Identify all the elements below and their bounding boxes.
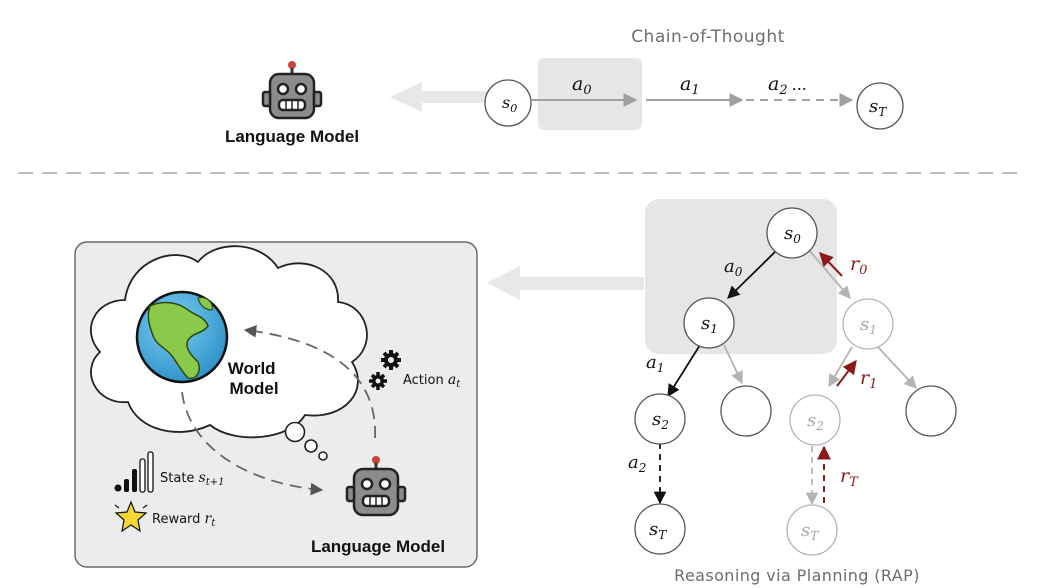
reward-arrow-r1 (836, 359, 857, 387)
edge-s1b-s2b (828, 346, 853, 388)
label-a0-top: a0 (572, 73, 592, 98)
edge-s1-leaf (723, 344, 743, 385)
node-s0-top: s0 (484, 79, 532, 127)
signal-bars-icon (114, 451, 154, 493)
node-s1-faded: s1 (842, 298, 894, 350)
cot-section: Chain-of-Thought Language Model s0 (225, 27, 904, 146)
thought-bubble-3 (318, 451, 328, 461)
svg-text:s2: s2 (807, 410, 824, 433)
world-model-panel: World Model Action at (74, 241, 478, 568)
robot-icon (261, 61, 323, 120)
label-a2-top: a2... (768, 73, 807, 98)
action-label: Action at (403, 372, 461, 390)
lm-label-bottom: Language Model (311, 537, 445, 556)
label-rT: rT (840, 465, 859, 490)
node-sT-faded: sT (786, 504, 838, 556)
big-arrow-bottom (487, 266, 644, 300)
edge-s0-s1b (807, 248, 851, 299)
reward-label: Reward rt (152, 511, 216, 529)
svg-text:s2: s2 (652, 409, 669, 432)
node-s1: s1 (683, 297, 735, 349)
robot-icon (345, 456, 407, 517)
edge-s1b-leaf (877, 346, 917, 389)
svg-text:s0: s0 (502, 93, 517, 115)
rap-title: Reasoning via Planning (RAP) (674, 566, 920, 585)
gear-icon (369, 350, 401, 390)
cot-title: Chain-of-Thought (631, 27, 785, 47)
node-sT-top: sT (856, 82, 904, 130)
thought-cloud (90, 245, 368, 439)
label-r1: r1 (860, 367, 877, 392)
thought-bubble-1 (284, 421, 306, 443)
label-a1: a1 (646, 352, 664, 375)
star-icon (114, 500, 148, 533)
node-s2: s2 (634, 393, 686, 445)
edge-s0-s1 (727, 248, 779, 299)
svg-text:sT: sT (801, 520, 819, 543)
label-r0: r0 (850, 253, 867, 278)
big-arrow-top (390, 82, 490, 112)
state-label: State st+1 (160, 470, 225, 488)
node-s0: s0 (766, 207, 818, 259)
rap-tree: s0 s1 s1 s2 s2 sT sT (628, 199, 957, 585)
highlight-box-top (538, 58, 642, 130)
flow-world-to-lm (181, 391, 324, 496)
node-leaf-empty (720, 385, 772, 437)
svg-text:s0: s0 (784, 223, 801, 246)
label-a0: a0 (724, 256, 743, 279)
world-model-label: World Model (228, 359, 281, 398)
svg-text:s1: s1 (860, 314, 877, 337)
lm-label-top: Language Model (225, 127, 359, 146)
svg-text:sT: sT (649, 519, 667, 542)
thought-bubble-2 (304, 439, 318, 453)
label-a1-top: a1 (680, 73, 700, 98)
node-sT: sT (634, 503, 686, 555)
label-a2: a2 (628, 452, 646, 475)
svg-text:s1: s1 (701, 313, 718, 336)
edge-s1-s2 (667, 344, 701, 398)
globe-icon (135, 290, 229, 384)
node-leaf-empty-right (905, 385, 957, 437)
flow-action-to-world (243, 325, 376, 439)
reward-arrow-r0 (819, 251, 843, 277)
node-s2-faded: s2 (789, 394, 841, 446)
svg-text:sT: sT (869, 96, 887, 119)
